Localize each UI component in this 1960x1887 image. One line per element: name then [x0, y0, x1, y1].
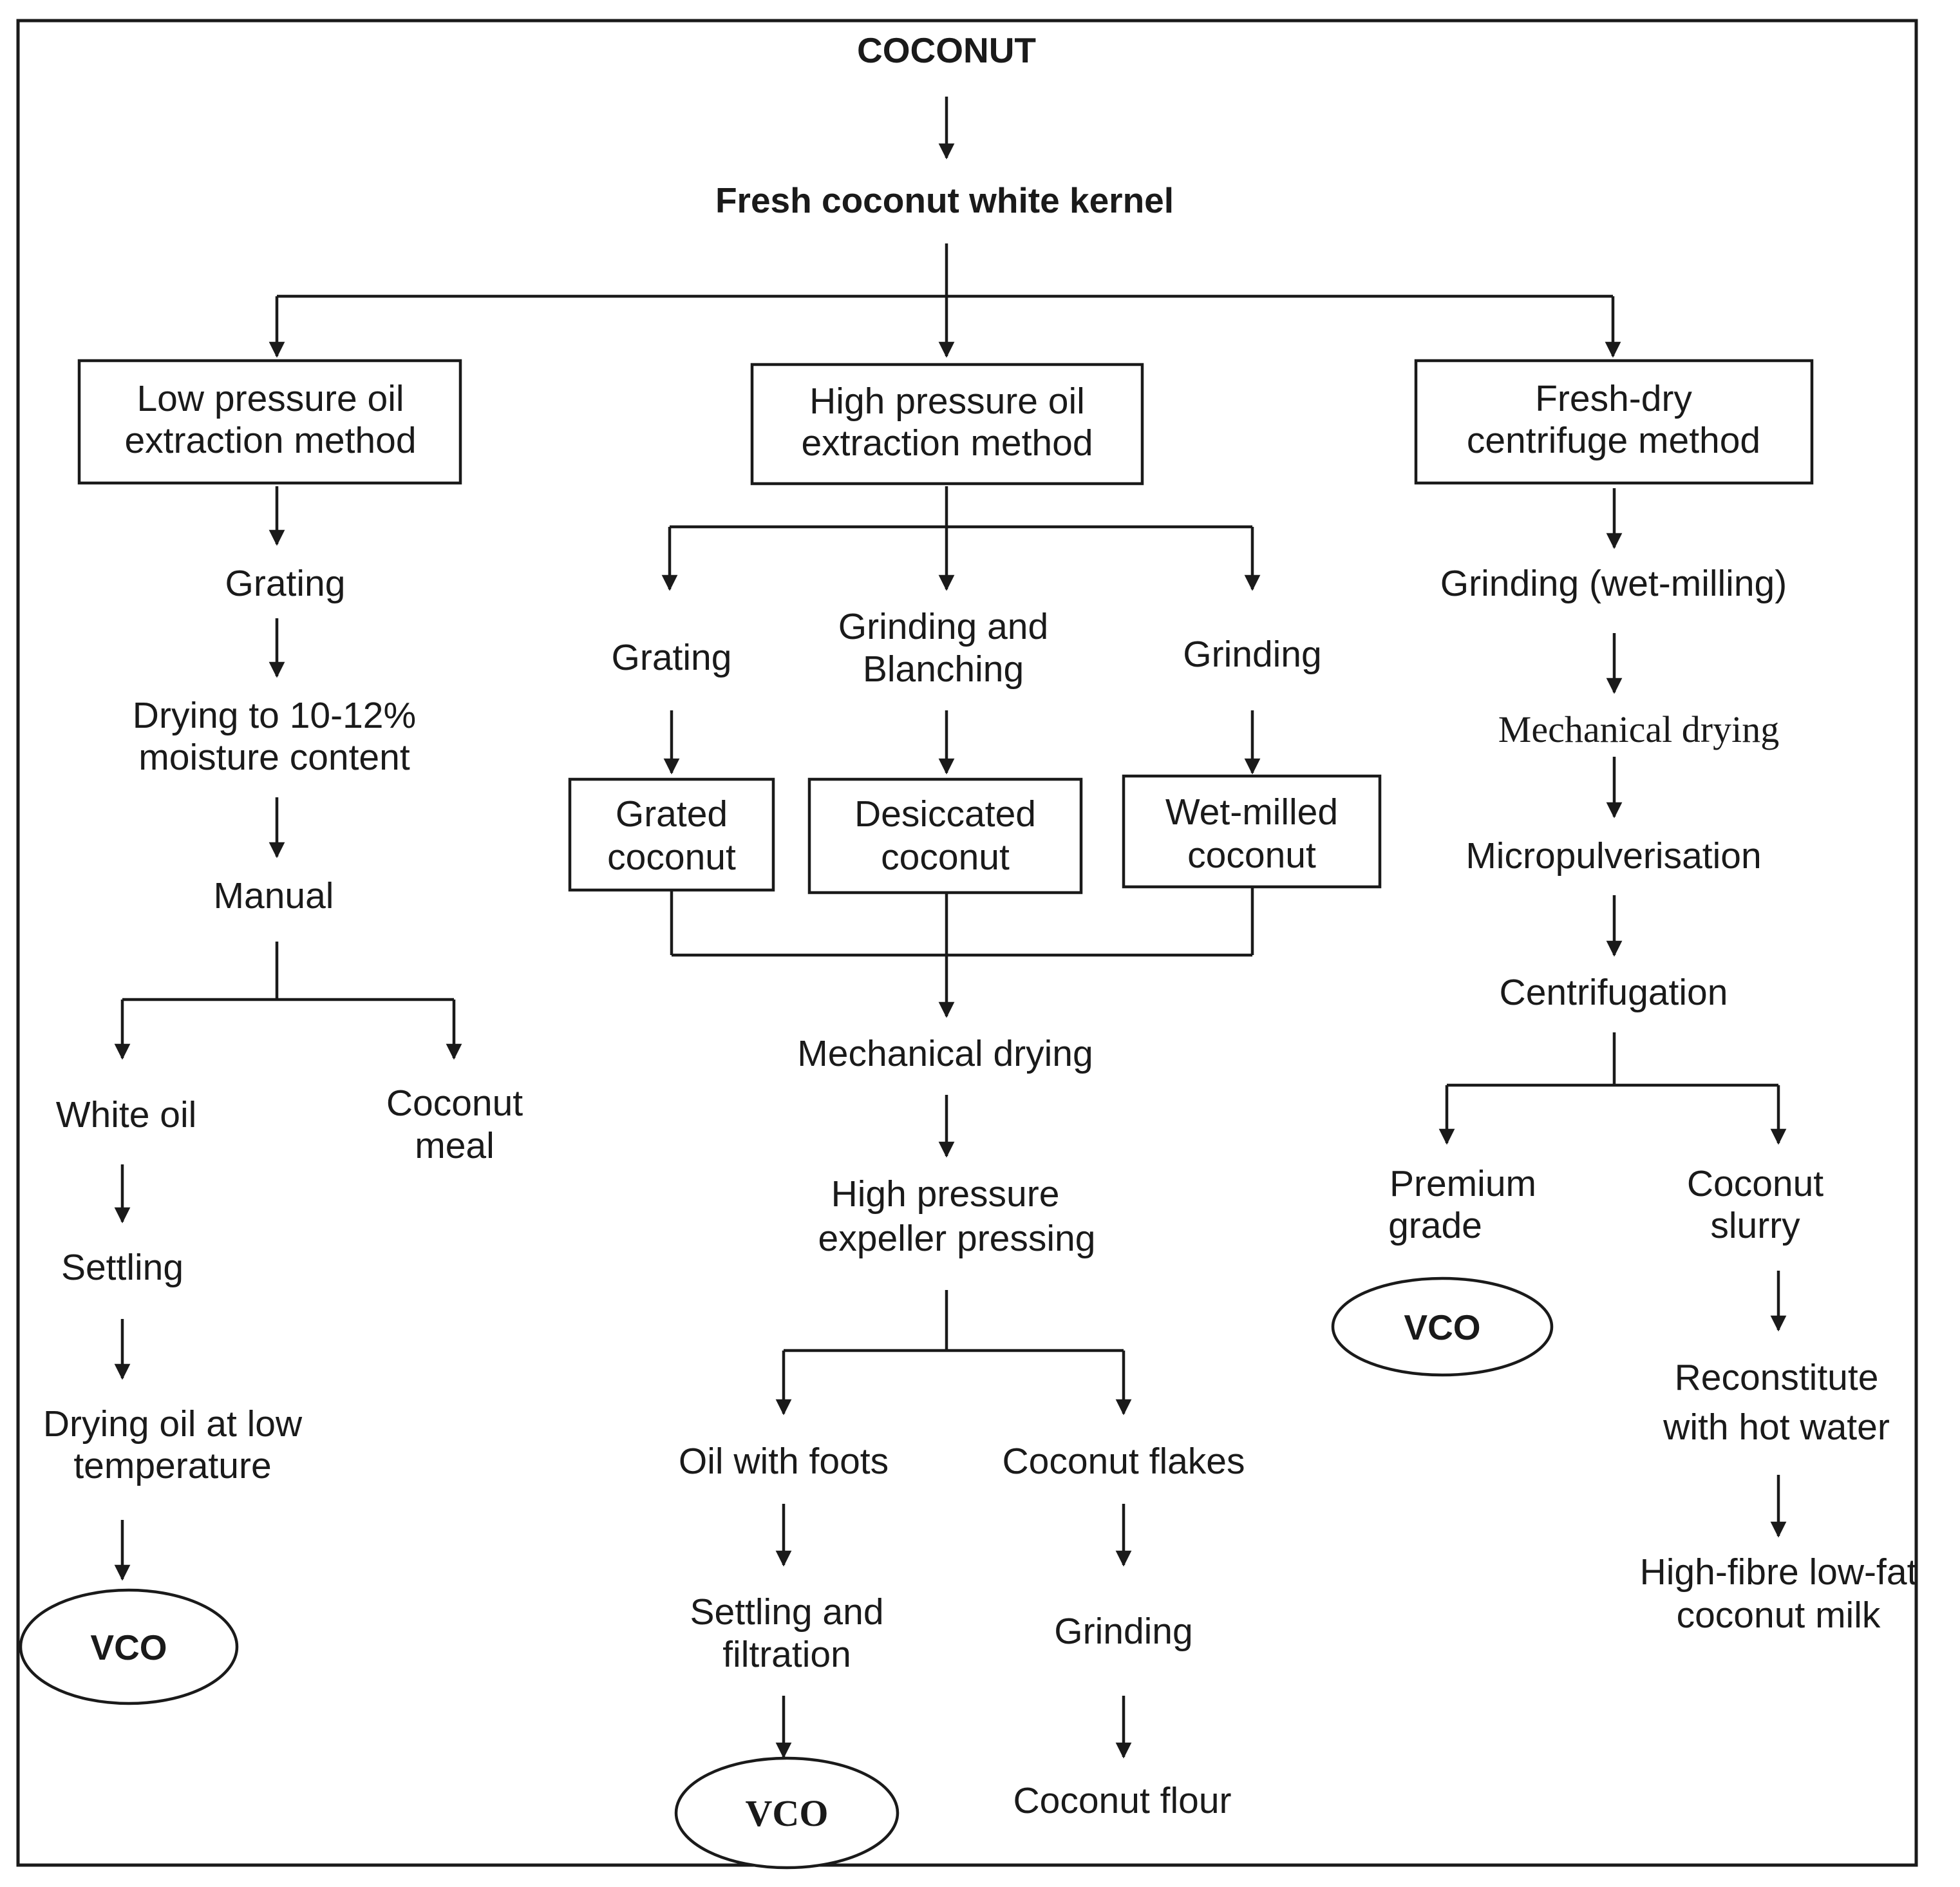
node-slurry-line2: slurry [1710, 1205, 1800, 1246]
node-drying-oil-line2: temperature [73, 1445, 271, 1486]
label-grated-line2: coconut [607, 837, 736, 878]
node-premium-line1: Premium [1390, 1163, 1536, 1204]
node-settling-filtration-line2: filtration [722, 1634, 851, 1675]
label-fresh-dry-line1: Fresh-dry [1535, 378, 1692, 419]
node-reconstitute-line1: Reconstitute [1675, 1357, 1879, 1398]
node-centrifugation: Centrifugation [1500, 972, 1728, 1013]
node-mech-drying-right: Mechanical drying [1498, 708, 1779, 750]
node-coconut-milk-line2: coconut milk [1677, 1595, 1881, 1636]
node-drying-moisture-line2: moisture content [138, 737, 410, 778]
node-white-oil: White oil [56, 1094, 197, 1135]
diagram-frame [16, 19, 1918, 1867]
box-grated-coconut [568, 777, 775, 892]
vco-ellipse-mid [674, 1756, 900, 1870]
node-reconstitute-line2: with hot water [1663, 1407, 1890, 1448]
node-expeller-line1: High pressure [831, 1173, 1060, 1215]
node-grinding-blanching-line2: Blanching [863, 649, 1024, 690]
label-desiccated-line1: Desiccated [854, 793, 1036, 835]
node-settling-left: Settling [61, 1247, 184, 1288]
label-low-pressure-line2: extraction method [124, 420, 416, 461]
node-coconut-meal-line2: meal [415, 1125, 495, 1166]
label-high-pressure-line2: extraction method [801, 422, 1093, 464]
vco-ellipse-right [1331, 1276, 1554, 1377]
node-oil-foots: Oil with foots [679, 1441, 889, 1482]
node-grinding-flakes: Grinding [1054, 1611, 1192, 1652]
vco-label-left: VCO [90, 1627, 167, 1667]
label-high-pressure-line1: High pressure oil [809, 381, 1085, 422]
box-wet-milled-coconut [1122, 774, 1382, 889]
node-coconut-milk-line1: High-fibre low-fat [1640, 1551, 1918, 1593]
box-desiccated-coconut [807, 777, 1083, 895]
label-grated-line1: Grated [616, 793, 728, 835]
node-expeller-line2: expeller pressing [818, 1218, 1096, 1259]
node-coconut: COCONUT [857, 30, 1036, 70]
box-low-pressure-method [77, 359, 462, 485]
node-drying-oil-line1: Drying oil at low [43, 1403, 303, 1445]
node-drying-moisture-line1: Drying to 10-12% [133, 695, 416, 736]
vco-label-right: VCO [1404, 1307, 1480, 1347]
label-low-pressure-line1: Low pressure oil [137, 378, 404, 419]
label-fresh-dry-line2: centrifuge method [1467, 420, 1760, 461]
node-mech-drying-mid: Mechanical drying [797, 1033, 1093, 1074]
node-manual: Manual [214, 875, 334, 916]
node-fresh-kernel: Fresh coconut white kernel [715, 180, 1174, 220]
node-slurry-line1: Coconut [1687, 1163, 1823, 1204]
node-coconut-flour: Coconut flour [1013, 1780, 1231, 1821]
node-grinding-mid: Grinding [1183, 634, 1321, 675]
node-grinding-blanching-line1: Grinding and [838, 606, 1048, 647]
box-high-pressure-method [750, 363, 1144, 486]
node-coconut-meal-line1: Coconut [386, 1083, 523, 1124]
vco-label-mid: VCO [746, 1792, 829, 1834]
label-wet-milled-line1: Wet-milled [1165, 792, 1338, 833]
node-grating-left: Grating [225, 563, 346, 604]
node-micropulverisation: Micropulverisation [1465, 835, 1761, 877]
label-desiccated-line2: coconut [881, 837, 1010, 878]
node-grating-mid: Grating [612, 637, 732, 678]
node-premium-line2: grade [1388, 1205, 1482, 1246]
node-grinding-wet-milling: Grinding (wet-milling) [1440, 563, 1787, 604]
box-fresh-dry-method [1414, 359, 1814, 485]
label-wet-milled-line2: coconut [1187, 835, 1316, 876]
node-coconut-flakes: Coconut flakes [1002, 1441, 1245, 1482]
vco-ellipse-left [19, 1588, 239, 1705]
node-settling-filtration-line1: Settling and [690, 1591, 883, 1633]
